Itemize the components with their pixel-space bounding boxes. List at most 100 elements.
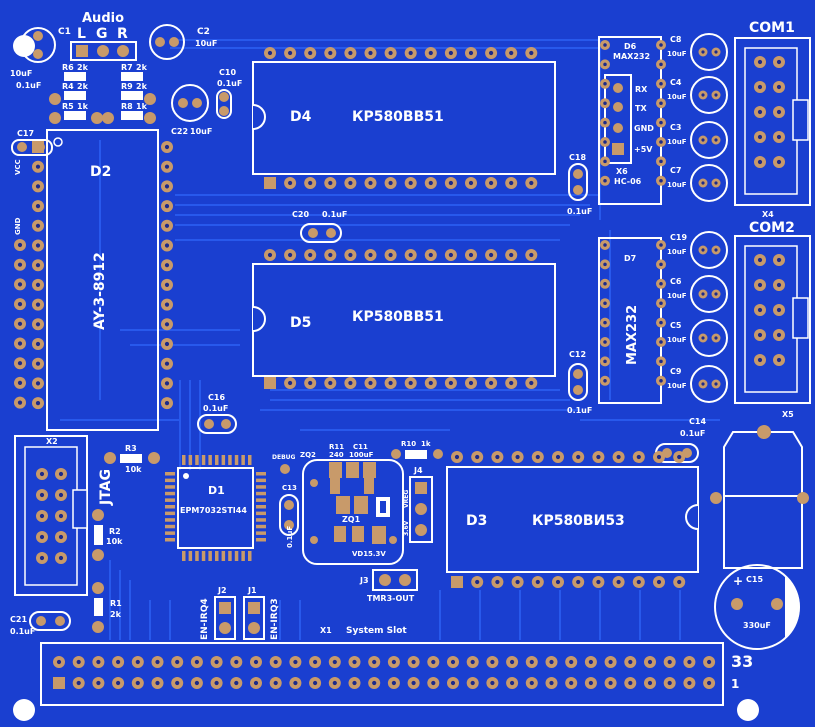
drill-hole xyxy=(308,252,313,258)
d4-label: D4 xyxy=(290,109,312,125)
drill-hole xyxy=(555,579,561,585)
drill-hole xyxy=(509,180,514,186)
r2-resistor xyxy=(94,525,103,545)
d3-chip-name: КР580ВИ53 xyxy=(532,513,625,529)
drill-hole xyxy=(701,382,705,386)
drill-hole xyxy=(288,180,293,186)
drill-hole xyxy=(348,180,353,186)
drill-hole xyxy=(757,307,763,313)
drill-hole xyxy=(388,50,393,56)
system-slot-label: System Slot xyxy=(346,626,407,636)
c1-capacitor xyxy=(20,27,56,63)
drill-hole xyxy=(313,680,318,686)
r5-resistor xyxy=(64,111,86,120)
capacitor-value: 10uF xyxy=(667,181,687,189)
mounting-hole xyxy=(13,699,35,721)
c11-value: 100uF xyxy=(349,451,374,459)
smd-pad xyxy=(256,531,266,535)
drill-hole xyxy=(659,43,663,47)
com1-label: COM1 xyxy=(749,20,795,36)
c15-plus: + xyxy=(733,574,743,588)
drill-hole xyxy=(701,181,705,185)
drill-hole xyxy=(58,513,64,519)
capacitor-label: C8 xyxy=(670,35,682,44)
drill-hole xyxy=(348,50,353,56)
drill-hole xyxy=(535,579,540,585)
r6-value: 2k xyxy=(77,63,89,72)
electrolytic-capacitor xyxy=(690,164,728,202)
drill-hole xyxy=(603,282,607,286)
smd-pad xyxy=(165,518,175,522)
smd-pad xyxy=(165,505,175,509)
c20-label: C20 xyxy=(292,210,309,219)
drill-hole xyxy=(372,680,377,686)
drill-hole xyxy=(35,223,41,228)
drill-hole xyxy=(58,471,64,477)
drill-hole xyxy=(687,659,692,665)
drill-hole xyxy=(431,680,436,686)
drill-hole xyxy=(332,659,337,665)
drill-hole xyxy=(714,50,718,54)
audio-connector xyxy=(70,41,137,61)
drill-hole xyxy=(603,179,607,183)
drill-hole xyxy=(35,401,41,406)
drill-hole xyxy=(757,109,763,115)
r11-value: 240 xyxy=(329,451,344,459)
drill-hole xyxy=(411,680,416,686)
r8-label: R8 xyxy=(121,102,133,111)
c18-capacitor xyxy=(568,163,588,201)
j1-label: J1 xyxy=(247,586,257,595)
smd-pad xyxy=(256,478,266,483)
drill-hole xyxy=(328,380,333,386)
drill-hole xyxy=(164,341,170,347)
r11-label: R11 xyxy=(329,443,344,451)
drill-hole xyxy=(757,59,763,65)
electrolytic-capacitor xyxy=(690,231,728,269)
electrolytic-capacitor xyxy=(690,319,728,357)
drill-hole xyxy=(164,302,170,307)
drill-hole xyxy=(509,659,515,665)
drill-hole xyxy=(608,659,613,665)
d1-pads xyxy=(165,455,266,561)
smd-pad xyxy=(221,551,226,561)
drill-hole xyxy=(35,263,41,268)
drill-hole xyxy=(659,179,663,183)
drill-hole xyxy=(116,680,121,686)
drill-hole xyxy=(348,380,353,386)
drill-hole xyxy=(776,109,782,115)
c21-capacitor xyxy=(29,611,71,631)
d2-ic-outline xyxy=(46,129,159,431)
capacitor-value: 10uF xyxy=(667,248,687,256)
smd-pad xyxy=(256,491,266,496)
d1-label: D1 xyxy=(208,484,225,497)
capacitor-value: 10uF xyxy=(667,138,687,146)
drill-hole xyxy=(515,579,520,585)
c11-label: C11 xyxy=(353,443,368,451)
drill-hole xyxy=(714,138,718,142)
mounting-hole xyxy=(13,35,35,57)
smd-pad xyxy=(228,455,232,465)
r7-value: 2k xyxy=(136,63,148,72)
drill-hole xyxy=(194,680,199,686)
r1-value: 2k xyxy=(110,610,122,619)
capacitor-value: 10uF xyxy=(667,93,687,101)
drill-hole xyxy=(391,659,396,665)
c21-label: C21 xyxy=(10,615,27,624)
drill-hole xyxy=(428,380,433,386)
tx-label: TX xyxy=(635,104,647,113)
r5-value: 1k xyxy=(77,102,89,111)
drill-hole xyxy=(214,659,219,665)
drill-hole xyxy=(659,243,663,247)
drill-hole xyxy=(509,680,515,686)
c1-pad xyxy=(33,31,43,41)
c1-value: 10uF xyxy=(10,69,32,78)
en-irq4-label: EN-IRQ4 xyxy=(200,598,210,640)
drill-hole xyxy=(448,380,453,386)
smd-pad xyxy=(165,485,175,489)
c13-label: C13 xyxy=(282,484,297,492)
j1-connector xyxy=(243,596,265,640)
drill-hole xyxy=(164,164,170,169)
drill-hole xyxy=(17,282,23,287)
c18-label: C18 xyxy=(569,153,586,162)
drill-hole xyxy=(707,659,712,665)
